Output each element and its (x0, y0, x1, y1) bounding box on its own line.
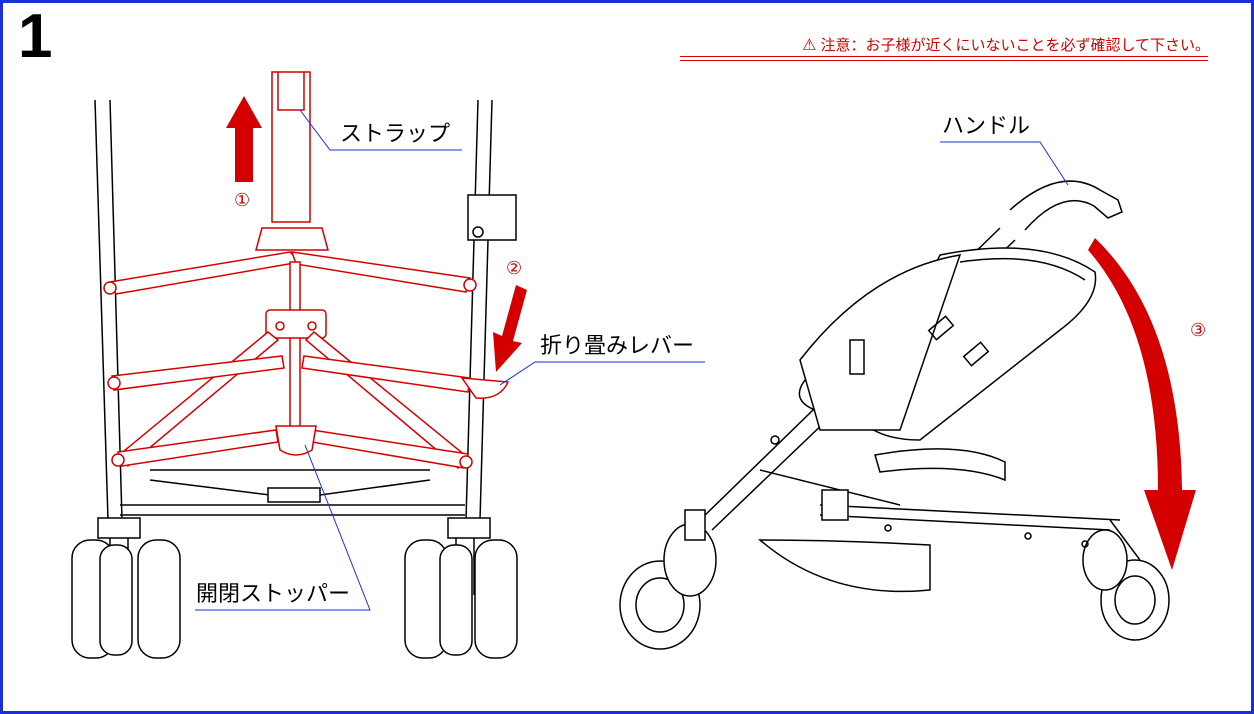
stopper-leader (195, 444, 371, 611)
strap-leader (299, 109, 462, 151)
warning-triangle-icon: ⚠ (802, 35, 817, 54)
step-number: 1 (18, 2, 53, 71)
side-view-stroller (619, 180, 1170, 650)
leader-lines (195, 109, 1069, 611)
action-arrows (226, 96, 1196, 570)
open-close-stopper-label: 開閉ストッパー (196, 582, 351, 607)
fold-lever-label: 折り畳みレバー (540, 334, 695, 359)
handle-leader (940, 141, 1069, 186)
warning-text: 注意：お子様が近くにいないことを必ず確認して下さい。 (820, 36, 1210, 54)
folding-mechanism (103, 71, 510, 470)
warning-underline (680, 56, 1208, 57)
fold-arrow (1088, 238, 1196, 570)
rear-view-stroller (71, 99, 518, 659)
warning-notice: ⚠ 注意：お子様が近くにいないことを必ず確認して下さい。 (802, 34, 1210, 55)
warning-underline (680, 60, 1208, 61)
step-marker-1: ① (234, 190, 251, 211)
push-down-arrow (493, 285, 527, 372)
pull-up-arrow (226, 96, 262, 182)
handle-label: ハンドル (942, 114, 1031, 139)
step-marker-2: ② (506, 258, 523, 279)
strap-label: ストラップ (340, 122, 451, 147)
fold-lever-leader (499, 361, 705, 386)
step-marker-3: ③ (1190, 320, 1207, 341)
